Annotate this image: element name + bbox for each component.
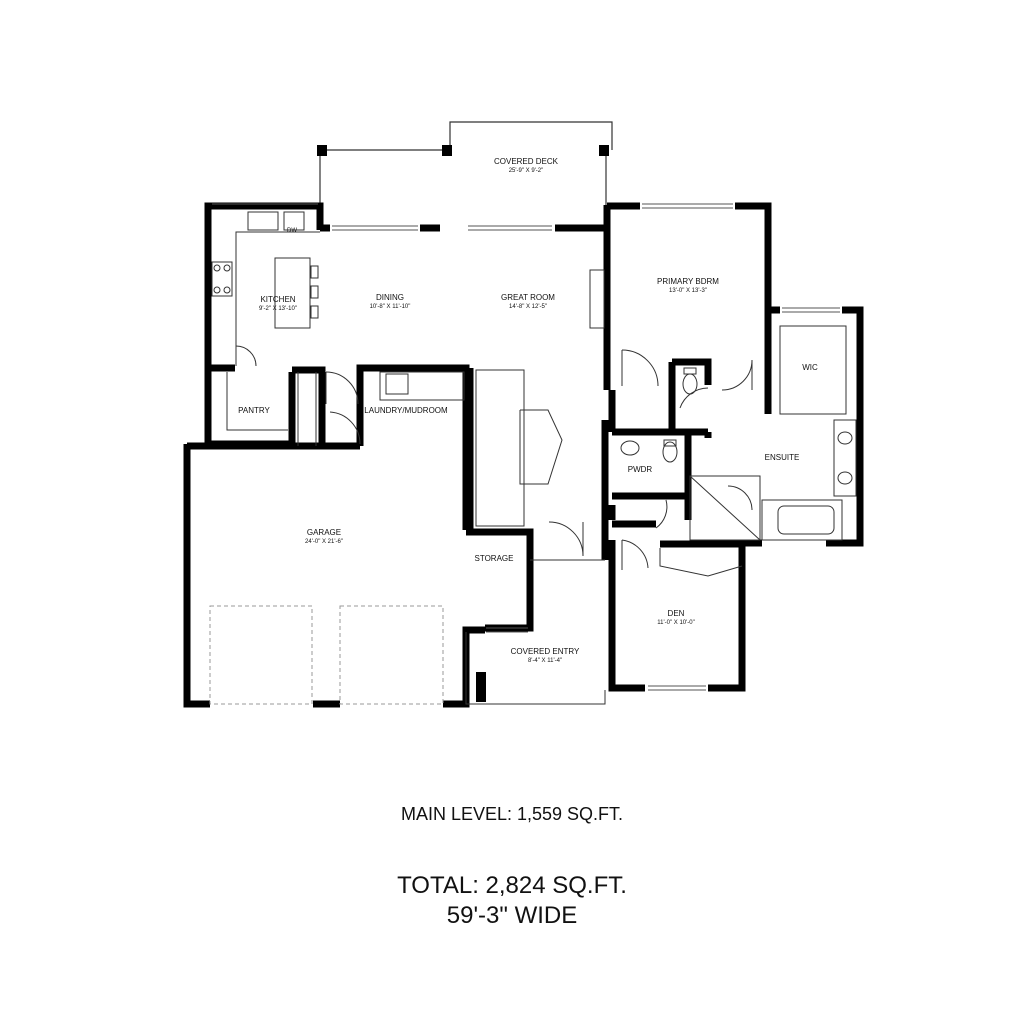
great-room-label: GREAT ROOM <box>501 293 555 302</box>
garage-doors <box>209 605 444 705</box>
dining-dims: 10'-8" X 11'-10" <box>370 304 411 310</box>
kitchen-label: KITCHEN <box>260 295 295 304</box>
house-width: 59'-3" WIDE <box>446 902 578 929</box>
storage-label: STORAGE <box>475 554 514 563</box>
den-label: DEN <box>668 609 685 618</box>
covered-deck <box>319 121 613 226</box>
windows <box>212 203 840 691</box>
deck-posts <box>317 145 609 156</box>
wic-label: WIC <box>802 363 818 372</box>
dishwasher-label: DW <box>287 228 297 234</box>
entry-column <box>476 672 486 702</box>
den-dims: 11'-0" X 10'-0" <box>657 620 694 626</box>
great-room-dims: 14'-8" X 12'-5" <box>509 304 547 310</box>
primary-bdrm-label: PRIMARY BDRM <box>657 277 719 286</box>
covered-entry-dims: 8'-4" X 11'-4" <box>528 658 562 664</box>
room-labels: COVERED DECK 25'-9" X 9'-2" PRIMARY BDRM… <box>238 157 818 664</box>
dining-label: DINING <box>376 293 404 302</box>
main-level-area: MAIN LEVEL: 1,559 SQ.FT. <box>400 804 624 824</box>
covered-deck-dims: 25'-9" X 9'-2" <box>509 168 544 174</box>
garage-dims: 24'-0" X 21'-6" <box>305 539 343 545</box>
pwdr-label: PWDR <box>628 465 653 474</box>
covered-entry-label: COVERED ENTRY <box>511 647 580 656</box>
total-area: TOTAL: 2,824 SQ.FT. <box>397 872 627 899</box>
primary-bdrm-dims: 13'-0" X 13'-3" <box>669 288 707 294</box>
kitchen-dims: 9'-2" X 13'-10" <box>259 306 297 312</box>
covered-deck-label: COVERED DECK <box>494 157 559 166</box>
laundry-label: LAUNDRY/MUDROOM <box>364 406 448 415</box>
interior-lines <box>211 211 857 705</box>
pantry-label: PANTRY <box>238 406 270 415</box>
ensuite-label: ENSUITE <box>765 453 800 462</box>
garage-label: GARAGE <box>307 528 341 537</box>
door-swings <box>235 345 753 570</box>
